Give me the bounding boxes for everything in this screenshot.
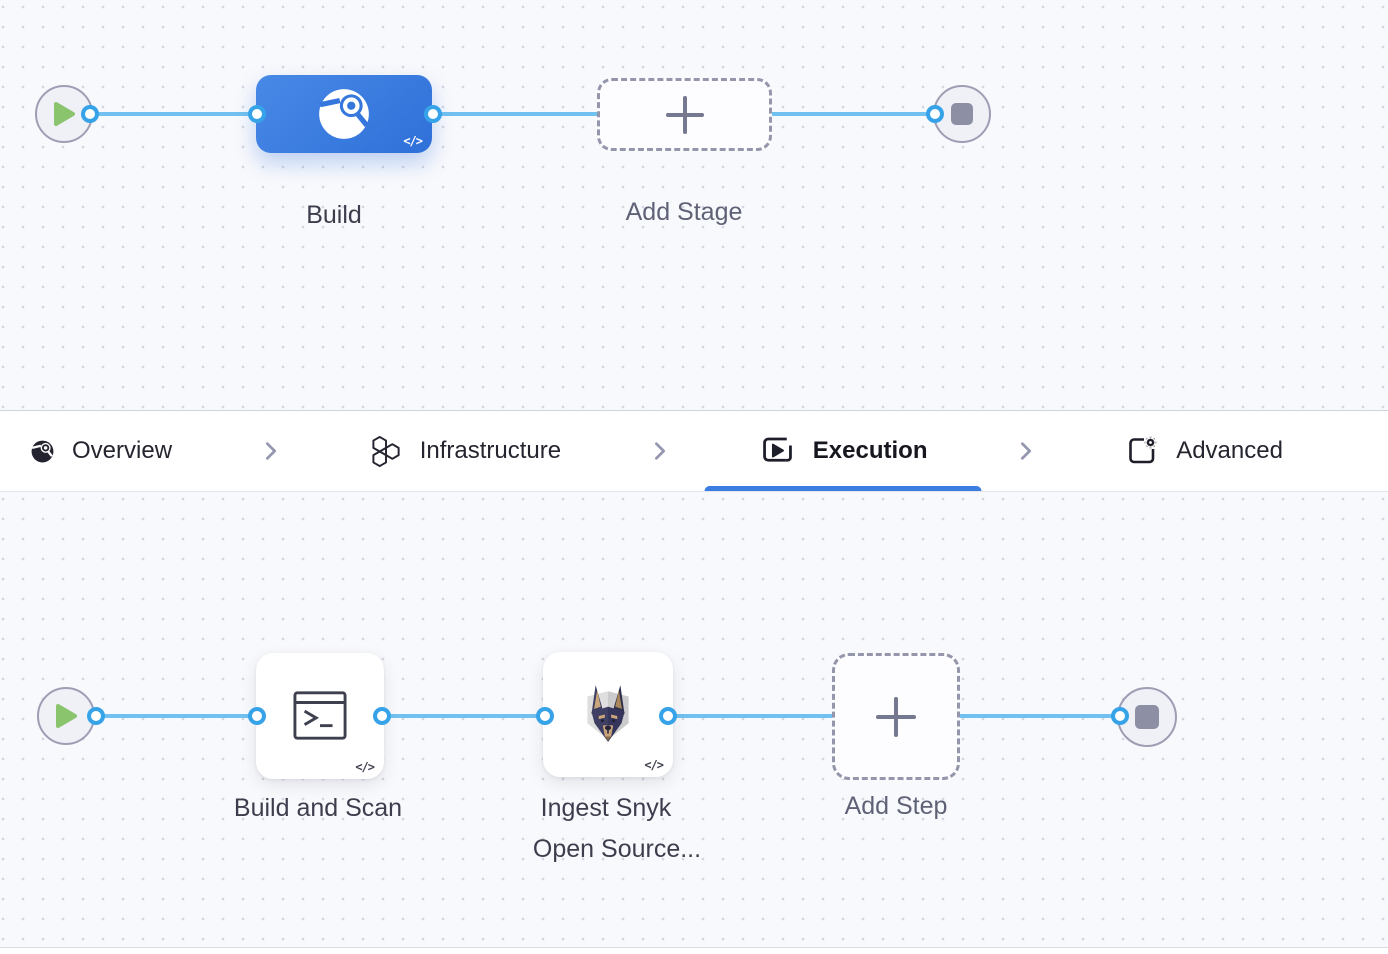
pipeline-section-tabs: Overview Infrastructure Execution [0, 410, 1388, 492]
step-node-build-and-scan[interactable]: </> [256, 653, 384, 779]
tab-infrastructure[interactable]: Infrastructure [370, 411, 561, 491]
node-port[interactable] [536, 707, 554, 725]
connector-line [90, 112, 935, 116]
node-port[interactable] [373, 707, 391, 725]
play-square-icon [762, 437, 792, 462]
node-port[interactable] [248, 105, 266, 123]
chevron-right-icon [1015, 438, 1037, 464]
run-terminal-icon [293, 691, 347, 740]
stop-icon [951, 103, 973, 125]
node-port[interactable] [659, 707, 677, 725]
snyk-doberman-icon [587, 684, 629, 742]
add-stage-button[interactable] [597, 78, 772, 151]
chevron-right-icon [260, 438, 282, 464]
add-step-label: Add Step [844, 792, 948, 820]
execution-graph-canvas[interactable]: </> Build and Scan </> Ingest Snyk Open … [0, 492, 1388, 947]
tab-label: Infrastructure [419, 437, 562, 464]
play-icon [56, 704, 77, 728]
tab-label: Execution [812, 437, 928, 464]
hexagons-icon [372, 435, 400, 467]
yaml-code-badge: </> [355, 760, 375, 774]
stop-icon [1135, 705, 1159, 729]
step-node-ingest-snyk[interactable]: </> [543, 652, 673, 777]
add-step-button[interactable] [832, 653, 960, 780]
node-port[interactable] [424, 105, 442, 123]
step-label-line2: Open Source... [532, 835, 702, 863]
node-port[interactable] [926, 105, 944, 123]
stage-label: Build [306, 201, 362, 229]
start-node [37, 687, 95, 745]
gear-icon [1144, 436, 1157, 449]
tab-overview[interactable]: Overview [30, 411, 172, 491]
active-tab-indicator [704, 486, 982, 491]
gear-square-icon [1129, 436, 1157, 464]
tab-label: Overview [72, 437, 173, 464]
step-label: Build and Scan [233, 794, 403, 822]
yaml-code-badge: </> [403, 134, 423, 148]
step-label-line1: Ingest Snyk [540, 794, 672, 822]
stage-graph-canvas[interactable]: </> Build Add Stage [0, 0, 1388, 410]
chevron-right-icon [649, 438, 671, 464]
play-icon [54, 102, 75, 126]
plus-icon [876, 696, 916, 737]
tab-advanced[interactable]: Advanced [1125, 411, 1283, 491]
ci-build-stage-icon [319, 89, 369, 139]
node-port[interactable] [87, 707, 105, 725]
tab-label: Advanced [1176, 437, 1283, 464]
node-port[interactable] [248, 707, 266, 725]
bottom-panel-edge [0, 947, 1388, 954]
node-port[interactable] [1111, 707, 1129, 725]
node-port[interactable] [81, 105, 99, 123]
tab-execution[interactable]: Execution [704, 411, 982, 491]
add-stage-label: Add Stage [625, 198, 743, 226]
yaml-code-badge: </> [644, 758, 664, 772]
stage-node-build[interactable]: </> [256, 75, 432, 153]
overview-donut-icon [31, 440, 54, 462]
plus-icon [665, 95, 704, 134]
